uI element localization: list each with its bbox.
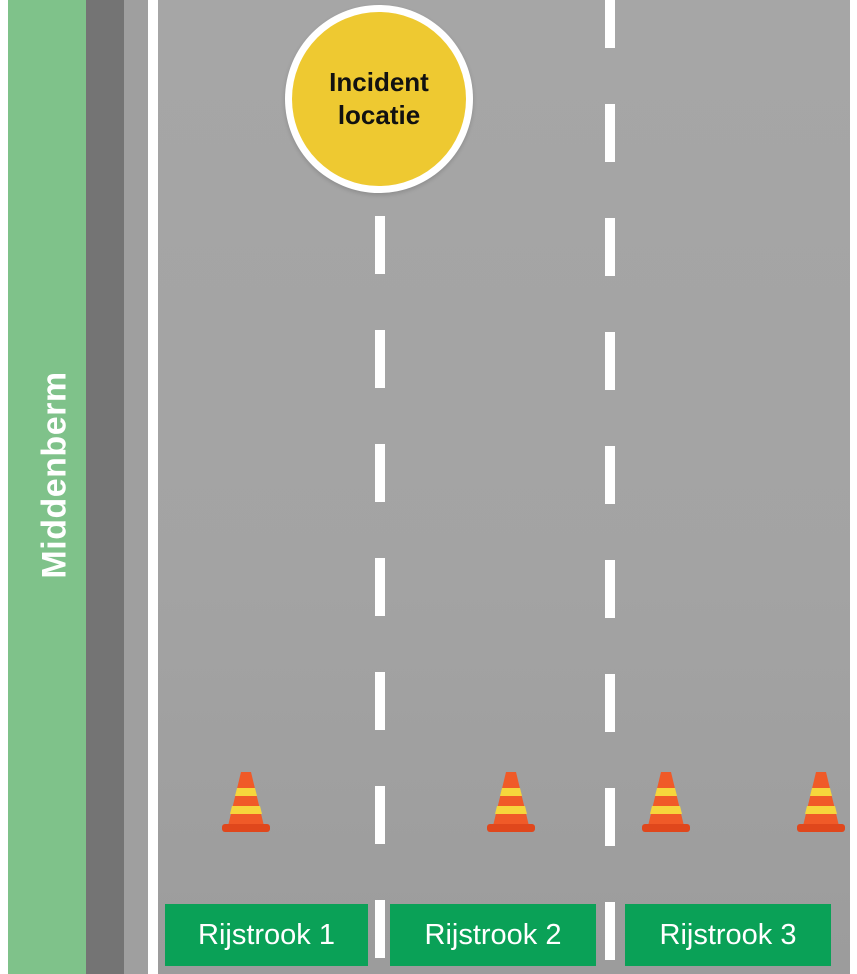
incident-label-line2: locatie: [337, 100, 421, 130]
lane-dash: [375, 900, 385, 958]
median-label: Middenberm: [35, 371, 74, 579]
traffic-cone-icon: [642, 772, 690, 832]
lane-dash: [605, 104, 615, 162]
lane-label-1: Rijstrook 1: [165, 904, 368, 966]
lane-dash: [605, 0, 615, 48]
right-edge-line: [850, 0, 857, 974]
traffic-cone-icon: [222, 772, 270, 832]
lane-divider-2-3: [605, 0, 615, 974]
lane-label-2: Rijstrook 2: [390, 904, 596, 966]
traffic-cone-icon: [797, 772, 845, 832]
traffic-cone-icon: [487, 772, 535, 832]
lane-dash: [605, 446, 615, 504]
lane-dash: [375, 444, 385, 502]
left-edge-line: [148, 0, 158, 974]
lane-dash: [375, 216, 385, 274]
lane-dash: [375, 672, 385, 730]
shoulder-light: [124, 0, 148, 974]
lane-dash: [375, 786, 385, 844]
lane-divider-1-2: [375, 0, 385, 974]
lane-dash: [605, 218, 615, 276]
lane-dash: [605, 674, 615, 732]
median-strip: Middenberm: [8, 0, 86, 974]
lane-dash: [605, 788, 615, 846]
lane-dash: [375, 558, 385, 616]
lane-label-3: Rijstrook 3: [625, 904, 831, 966]
lane-dash: [605, 902, 615, 960]
incident-location-circle: Incident locatie: [292, 12, 466, 186]
shoulder-dark: [86, 0, 124, 974]
lane-dash: [605, 560, 615, 618]
lane-dash: [375, 330, 385, 388]
lane-dash: [605, 332, 615, 390]
incident-label-line1: Incident: [329, 67, 429, 97]
incident-location-marker: Incident locatie: [285, 5, 473, 193]
